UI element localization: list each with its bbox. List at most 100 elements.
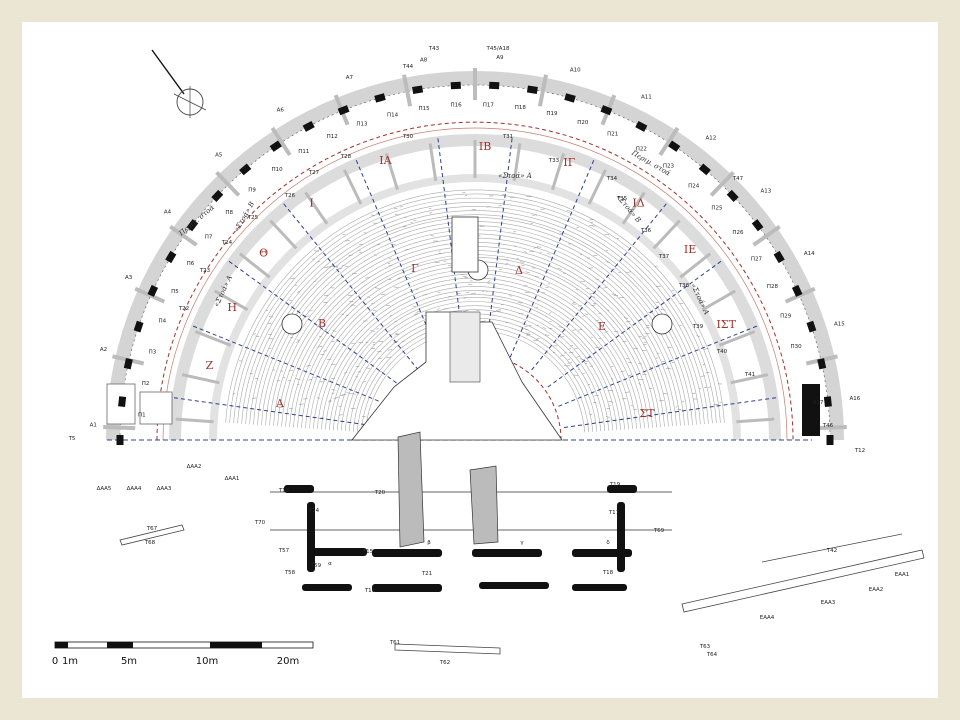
pillar-label: Π7: [205, 235, 213, 241]
pillar-label: Π16: [451, 103, 463, 109]
gallery-spoke: [428, 143, 438, 182]
rock-texture: [628, 374, 632, 376]
rock-texture: [580, 280, 585, 282]
scale-bar-label: 10m: [196, 656, 218, 667]
rock-texture: [608, 401, 614, 403]
rock-texture: [698, 387, 701, 390]
rock-texture: [513, 245, 518, 247]
rock-texture: [380, 293, 386, 296]
rock-texture: [297, 339, 300, 341]
rock-texture: [537, 246, 542, 248]
rock-texture: [372, 341, 376, 344]
rock-texture: [288, 299, 293, 301]
rock-texture: [566, 320, 570, 322]
pillar-block: [751, 219, 764, 232]
rock-texture: [437, 308, 440, 310]
pillar-label: Π3: [149, 349, 157, 355]
outer-pillar-blocks: [116, 81, 834, 445]
rock-texture: [521, 264, 525, 267]
rock-texture: [404, 249, 410, 251]
trench-label: Τ26: [284, 193, 296, 199]
ground-label: ΕΑΑ1: [895, 572, 910, 578]
trench-label: Τ28: [340, 154, 352, 160]
pillar-label: Π14: [387, 112, 399, 118]
rock-texture: [524, 326, 528, 328]
rock-texture: [526, 334, 531, 336]
rock-texture: [559, 355, 565, 357]
gallery-spoke: [587, 169, 607, 205]
gallery-spoke: [512, 143, 522, 182]
trench-t67: [119, 524, 185, 546]
column-drum-left: [397, 431, 425, 548]
north-arrow-cross: [173, 86, 207, 118]
rock-texture: [501, 193, 504, 195]
scale-bar-segment: [210, 642, 262, 648]
rock-texture: [363, 232, 367, 234]
rock-texture: [542, 292, 545, 294]
seating-row: [329, 294, 621, 430]
rock-texture: [605, 416, 611, 418]
rock-texture: [633, 348, 638, 350]
gallery-spoke: [652, 219, 681, 250]
rock-texture: [280, 370, 284, 372]
stage-wall: [572, 584, 627, 591]
outer-spoke: [103, 425, 136, 431]
rock-texture: [530, 222, 533, 224]
pillar-block: [269, 140, 282, 152]
sector-divider: [485, 137, 513, 351]
gallery-spoke: [621, 191, 646, 225]
pillar-ring: [119, 84, 831, 441]
outer-point-label: Α16: [850, 396, 861, 402]
rock-texture: [547, 253, 551, 255]
rock-texture: [328, 401, 332, 403]
side-room-left: [106, 383, 136, 425]
gallery-spoke: [181, 373, 220, 385]
rock-texture: [537, 300, 541, 302]
rock-texture: [564, 364, 567, 367]
pillar-block: [817, 358, 827, 370]
rock-texture: [371, 302, 375, 305]
red-perimeter-inner: [162, 127, 788, 441]
rock-texture: [643, 344, 647, 346]
pillar-block: [337, 105, 350, 116]
pillar-block: [133, 320, 144, 333]
trench-label: Τ36: [640, 228, 652, 234]
sector-divider: [192, 325, 392, 407]
rock-texture: [462, 192, 466, 194]
rock-texture: [323, 266, 328, 269]
stage-wall: [472, 549, 542, 557]
gallery-spoke: [718, 330, 756, 347]
upper-sector-label: Θ: [259, 246, 268, 259]
pillar-label: Π15: [419, 106, 431, 112]
pillar-block: [118, 396, 127, 407]
rock-texture: [604, 331, 608, 333]
trench-t41-t42: [681, 549, 925, 613]
rock-texture: [659, 363, 663, 366]
trench-label: Τ33: [548, 158, 560, 164]
pillar-label: Π10: [272, 167, 284, 173]
scale-bar-segment: [107, 642, 133, 648]
rock-texture: [643, 410, 648, 412]
rock-texture: [487, 280, 491, 282]
rock-texture: [572, 329, 576, 331]
rock-texture: [272, 369, 275, 371]
trench-label: Τ58: [284, 570, 296, 576]
rock-texture: [519, 261, 525, 263]
rock-texture: [516, 258, 519, 260]
gallery-spoke: [551, 152, 566, 191]
gallery-spoke: [304, 191, 329, 225]
front-wall-label: β: [427, 540, 431, 546]
rock-texture: [557, 268, 563, 270]
seating-row: [325, 290, 625, 430]
well-circle: [281, 313, 303, 335]
rock-texture: [542, 327, 547, 329]
rock-texture: [308, 379, 313, 381]
sector-divider: [227, 260, 403, 388]
pillar-label: Π19: [546, 111, 558, 117]
rock-texture: [623, 317, 629, 319]
outer-point-label: Α11: [641, 95, 652, 101]
ground-label: ΕΑΑ4: [760, 615, 775, 621]
rock-texture: [374, 254, 377, 256]
outer-point-label: Α1: [90, 423, 97, 429]
pillar-block: [412, 85, 424, 94]
